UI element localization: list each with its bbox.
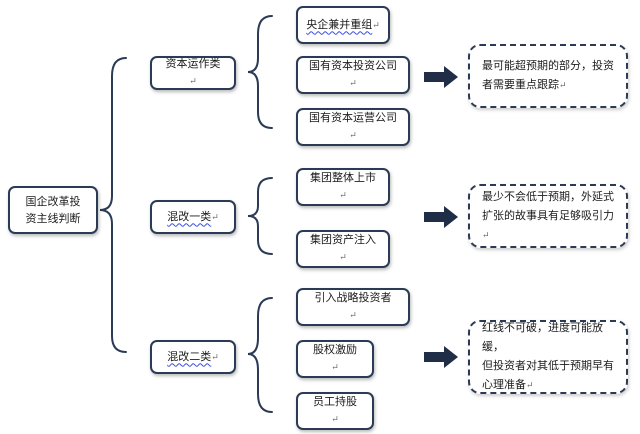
leaf-label: 集团资产注入	[310, 233, 376, 246]
leaf-node-asset-injection[interactable]: 集团资产注入 ↵	[296, 230, 390, 268]
paragraph-mark: ↵	[482, 230, 490, 241]
paragraph-mark: ↵	[331, 363, 339, 373]
category-label: 混改二类	[167, 349, 212, 363]
category-node-mixed-reform-one[interactable]: 混改一类↵	[150, 200, 236, 234]
arrow-right-icon	[424, 346, 458, 368]
leaf-node-soe-merger[interactable]: 央企兼并重组↵	[296, 6, 390, 44]
leaf-node-group-listing[interactable]: 集团整体上市 ↵	[296, 168, 390, 206]
leaf-node-employee-shareholding[interactable]: 员工持股 ↵	[296, 392, 374, 430]
category-3-bracket	[247, 297, 273, 413]
category-1-bracket	[247, 15, 273, 129]
root-bracket	[99, 57, 127, 353]
leaf-node-equity-incentive[interactable]: 股权激励 ↵	[296, 340, 374, 378]
category-label: 资本运作类	[165, 57, 221, 70]
paragraph-mark: ↵	[189, 77, 197, 87]
arrow-right-icon	[424, 206, 458, 228]
category-node-capital-operation[interactable]: 资本运作类 ↵	[150, 56, 236, 90]
paragraph-mark: ↵	[559, 81, 567, 91]
leaf-label: 国有资本运营公司	[309, 111, 397, 124]
note-line: 但投资者对其低于预期早有	[482, 359, 614, 372]
leaf-label: 引入战略投资者	[314, 291, 392, 304]
note-line: 者需要重点跟踪	[482, 78, 559, 91]
root-line-2: 资主线判断	[25, 212, 81, 225]
paragraph-mark: ↵	[349, 131, 357, 141]
paragraph-mark: ↵	[211, 352, 219, 363]
note-line: 心理准备	[482, 378, 526, 391]
note-mixed-reform-one: 最少不会低于预期，外延式 扩张的故事具有足够吸引力 ↵	[468, 184, 628, 248]
leaf-node-state-capital-operation[interactable]: 国有资本运营公司 ↵	[296, 108, 410, 146]
leaf-label: 股权激励	[313, 343, 357, 356]
note-mixed-reform-two: 红线不可破，进度可能放缓， 但投资者对其低于预期早有 心理准备↵	[468, 320, 628, 394]
leaf-label: 员工持股	[313, 395, 357, 408]
category-2-bracket	[247, 177, 273, 255]
leaf-label: 央企兼并重组	[306, 17, 373, 31]
paragraph-mark: ↵	[331, 415, 339, 425]
note-line: 红线不可破，进度可能放缓，	[482, 321, 603, 353]
note-line: 最可能超预期的部分，投资	[482, 59, 614, 72]
category-node-mixed-reform-two[interactable]: 混改二类↵	[150, 340, 236, 374]
paragraph-mark: ↵	[349, 311, 357, 321]
note-line: 最少不会低于预期，外延式	[482, 189, 614, 203]
paragraph-mark: ↵	[339, 191, 347, 201]
arrow-right-icon	[424, 66, 458, 88]
note-capital-operation: 最可能超预期的部分，投资 者需要重点跟踪↵	[468, 44, 628, 108]
paragraph-mark: ↵	[526, 381, 534, 391]
leaf-node-strategic-investor[interactable]: 引入战略投资者 ↵	[296, 288, 410, 326]
leaf-node-state-capital-investment[interactable]: 国有资本投资公司 ↵	[296, 56, 410, 94]
paragraph-mark: ↵	[339, 253, 347, 263]
leaf-label: 国有资本投资公司	[309, 59, 397, 72]
leaf-label: 集团整体上市	[310, 171, 376, 184]
paragraph-mark: ↵	[349, 79, 357, 89]
root-node[interactable]: 国企改革投 资主线判断	[8, 186, 98, 234]
note-line: 扩张的故事具有足够吸引力	[482, 208, 614, 222]
category-label: 混改一类	[167, 209, 212, 223]
paragraph-mark: ↵	[211, 212, 219, 223]
root-line-1: 国企改革投	[25, 195, 81, 208]
paragraph-mark: ↵	[372, 20, 380, 31]
